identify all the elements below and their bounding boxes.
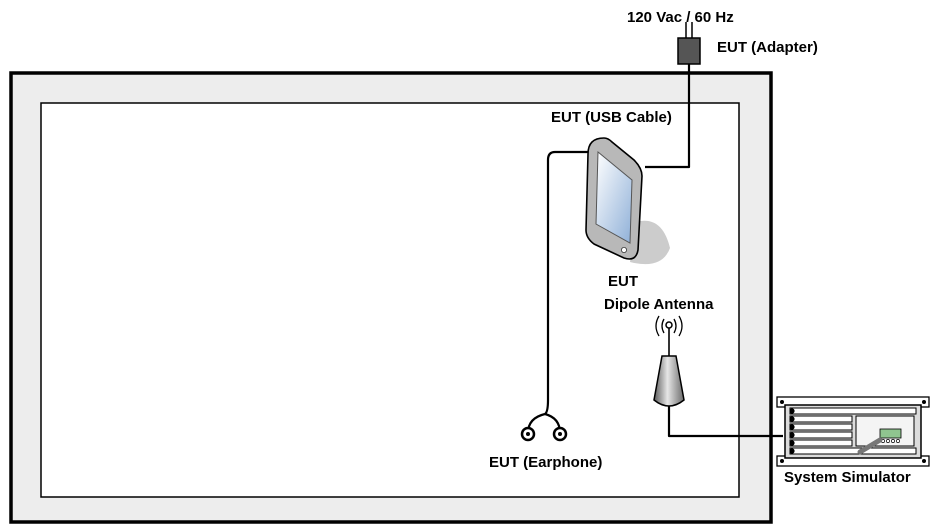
- earphone-cable: [544, 150, 596, 415]
- adapter-label: EUT (Adapter): [717, 39, 818, 56]
- antenna-wave-right-outer: [678, 315, 683, 337]
- earphone-icon: [520, 426, 568, 442]
- eut-label: EUT: [608, 273, 638, 290]
- antenna-wave-right-inner: [673, 318, 677, 334]
- adapter-body: [677, 37, 701, 65]
- tablet-shadow: [630, 220, 670, 265]
- rack-ear-top-hole-left: [780, 400, 784, 404]
- usb-cable: [645, 62, 691, 169]
- tablet-icon: [585, 137, 670, 265]
- rf-cable: [667, 405, 783, 438]
- earphone-label: EUT (Earphone): [489, 454, 602, 471]
- simulator-display: [879, 428, 902, 439]
- rack-ear-bottom-hole-left: [780, 459, 784, 463]
- dipole-antenna-icon: [653, 315, 685, 407]
- tablet-screen: [595, 150, 633, 244]
- earbud-right-core: [558, 432, 562, 436]
- tablet-home-button: [621, 246, 628, 253]
- rack-ear-top-hole-right: [922, 400, 926, 404]
- antenna-wave-left-outer: [655, 315, 660, 337]
- earbud-left-core: [526, 432, 530, 436]
- simulator-handle: [857, 437, 883, 455]
- power-adapter-icon: [677, 22, 701, 65]
- antenna-label: Dipole Antenna: [604, 296, 714, 313]
- simulator-label: System Simulator: [784, 469, 911, 486]
- rack-ear-bottom-hole-right: [922, 459, 926, 463]
- antenna-tip: [665, 321, 673, 329]
- system-simulator-icon: [776, 396, 930, 467]
- power-source-label: 120 Vac / 60 Hz: [627, 9, 734, 26]
- usb-cable-label: EUT (USB Cable): [551, 109, 672, 126]
- antenna-body: [653, 355, 685, 407]
- antenna-wave-left-inner: [661, 318, 665, 334]
- simulator-knobs: [789, 408, 795, 454]
- simulator-slots: [789, 407, 917, 455]
